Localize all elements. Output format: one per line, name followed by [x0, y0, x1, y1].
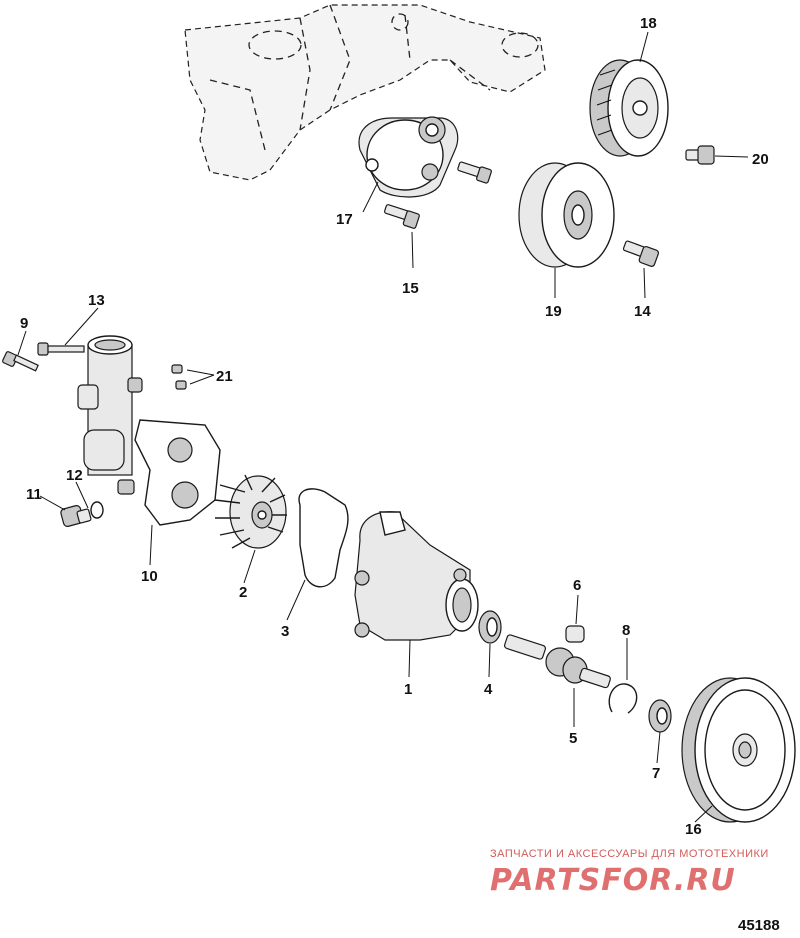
bearing-4 — [478, 610, 502, 644]
callout-12: 12 — [66, 467, 83, 484]
watermark: ЗАПЧАСТИ И АКСЕССУАРЫ ДЛЯ МОТОТЕХНИКИ PA… — [490, 848, 769, 898]
callout-13: 13 — [88, 292, 105, 309]
pump-shaft — [503, 634, 611, 689]
smooth-pulley — [518, 162, 615, 268]
screws-21 — [171, 364, 187, 390]
callout-5: 5 — [569, 730, 577, 747]
pump-cover — [77, 335, 221, 526]
leader-lines — [17, 31, 749, 823]
callout-6: 6 — [573, 577, 581, 594]
tensioner-assembly — [358, 116, 459, 198]
bolt-20 — [685, 145, 715, 165]
callout-7: 7 — [652, 765, 660, 782]
callout-10: 10 — [141, 568, 158, 585]
tensioner-bolt — [457, 161, 492, 184]
snap-ring — [608, 683, 638, 714]
watermark-tagline: ЗАПЧАСТИ И АКСЕССУАРЫ ДЛЯ МОТОТЕХНИКИ — [490, 848, 769, 860]
seal-7 — [648, 699, 672, 733]
callout-1: 1 — [404, 681, 412, 698]
grooved-pulley — [589, 59, 669, 157]
callout-2: 2 — [239, 584, 247, 601]
drive-pulley — [681, 677, 796, 823]
watermark-brand: PARTSFOR.RU — [490, 863, 736, 898]
engine-bracket-outline — [184, 4, 546, 181]
callout-14: 14 — [634, 303, 651, 320]
figure-reference-number: 45188 — [738, 917, 780, 934]
pump-housing — [354, 511, 479, 641]
bolt-13 — [37, 342, 85, 356]
bolt-9 — [2, 351, 39, 372]
o-ring — [90, 501, 104, 519]
bolt-14 — [622, 240, 660, 267]
callout-21: 21 — [216, 368, 233, 385]
bolt-15 — [384, 204, 420, 229]
callout-20: 20 — [752, 151, 769, 168]
callout-15: 15 — [402, 280, 419, 297]
gasket — [298, 488, 349, 588]
callout-11: 11 — [26, 486, 42, 503]
callout-19: 19 — [545, 303, 562, 320]
callout-9: 9 — [20, 315, 28, 332]
drain-plug — [60, 505, 92, 527]
impeller — [214, 474, 287, 549]
callout-16: 16 — [685, 821, 702, 838]
callout-17: 17 — [336, 211, 353, 228]
callout-8: 8 — [622, 622, 630, 639]
bushing-6 — [565, 625, 585, 643]
callout-3: 3 — [281, 623, 289, 640]
callout-4: 4 — [484, 681, 493, 698]
callout-18: 18 — [640, 15, 657, 32]
